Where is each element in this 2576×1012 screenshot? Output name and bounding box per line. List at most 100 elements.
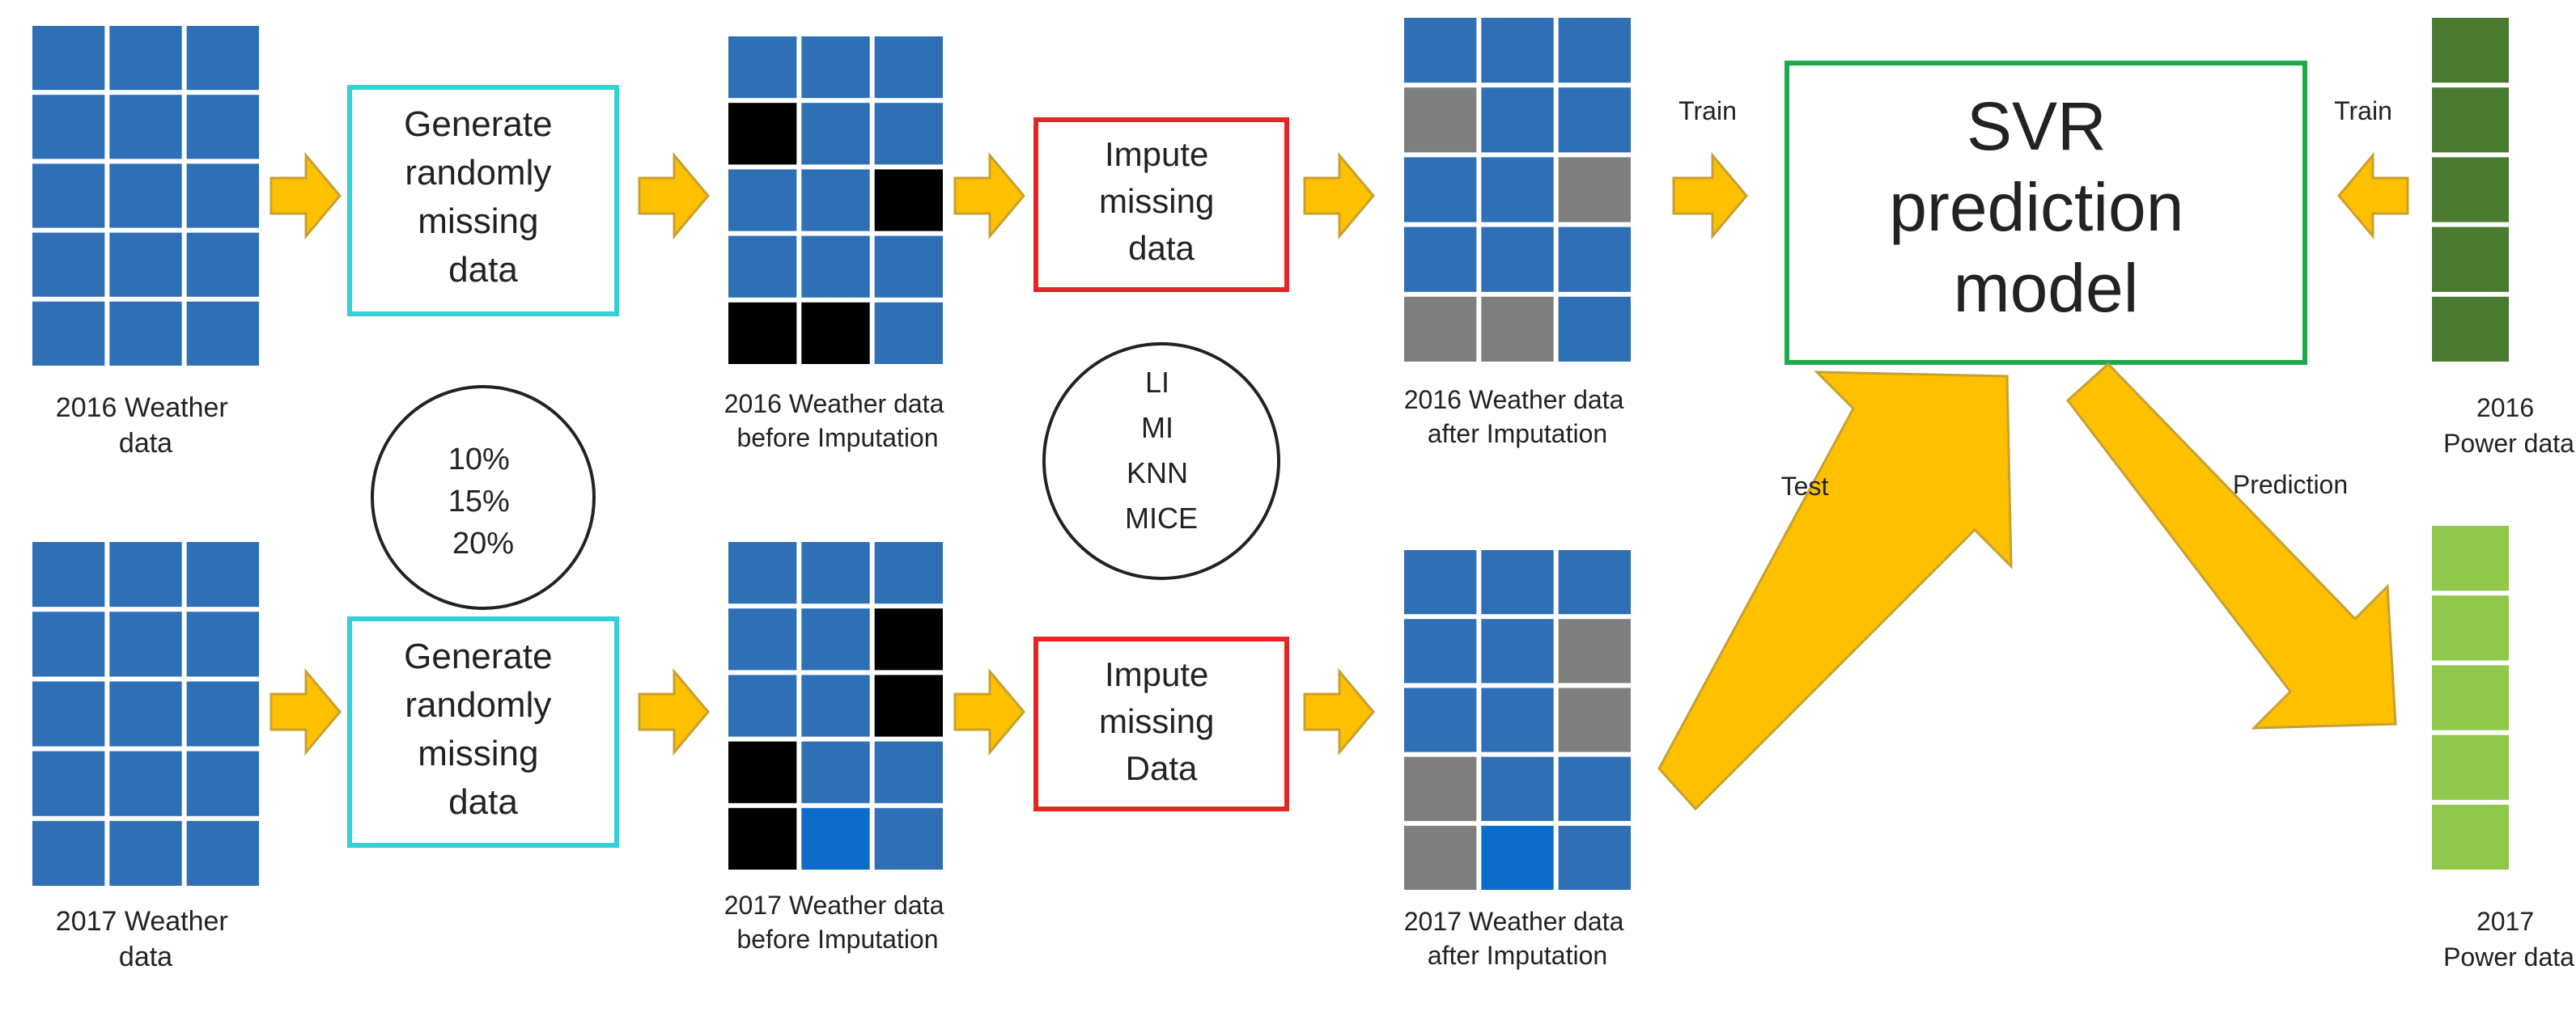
weather-cell (109, 820, 182, 886)
weather-cell (109, 612, 182, 677)
weather-cell (1558, 18, 1631, 83)
arrow-before-to-impute-2017 (953, 667, 1025, 756)
weather-cell (186, 26, 259, 91)
train-right-label: Train (2334, 96, 2392, 125)
weather-cell (32, 681, 105, 747)
power-cell (2432, 157, 2509, 222)
weather-cell (728, 235, 797, 298)
weather-cell (1404, 688, 1477, 752)
power-cell (2432, 227, 2509, 292)
arrow-power-2016-to-svr (2337, 151, 2409, 240)
weather-cell (1481, 87, 1554, 153)
power-cell (2432, 296, 2509, 362)
weather-cell (1404, 18, 1477, 83)
weather-cell (186, 95, 259, 159)
weather-cell (801, 608, 870, 671)
weather-cell (32, 26, 105, 91)
flow-arrow (1672, 151, 1748, 240)
weather-cell (32, 751, 105, 816)
arrow-weather-to-generate-2017 (269, 667, 342, 756)
weather-grid-2017 (32, 542, 259, 886)
power-cell (2432, 18, 2509, 83)
weather-cell (801, 675, 870, 737)
weather-cell (1404, 227, 1477, 292)
imputed-cell (1558, 619, 1631, 684)
missing-cell (874, 169, 943, 231)
weather-cell (728, 542, 797, 604)
weather-cell (1404, 157, 1477, 222)
imputation-methods-circle (1042, 342, 1280, 580)
weather-cell (1558, 87, 1631, 153)
imputed-cell (1558, 157, 1631, 222)
weather-cell (1481, 688, 1554, 752)
flow-arrow (1303, 151, 1375, 240)
svr-prediction-model-box (1785, 61, 2307, 365)
power-2016-label: 2016 Power data (2443, 393, 2574, 458)
weather-2017-label: 2017 Weather data (56, 906, 236, 972)
weather-cell (186, 820, 259, 886)
weather-cell (186, 681, 259, 747)
imputed-cell (1404, 87, 1477, 153)
weather-cell (801, 36, 870, 99)
weather-cell (874, 542, 943, 604)
train-left-label: Train (1678, 96, 1737, 125)
weather-cell (32, 232, 105, 297)
weather-cell (1481, 18, 1554, 83)
test-arrow (1657, 371, 2013, 811)
weather-cell (874, 36, 943, 99)
weather-cell (801, 103, 870, 165)
flow-arrow (638, 667, 710, 756)
after-imputation-grid-2016 (1404, 18, 1631, 362)
weather-cell (109, 301, 182, 366)
prediction-arrow (2065, 362, 2397, 730)
weather-cell (32, 542, 105, 608)
weather-cell (32, 163, 105, 228)
imputed-cell (1404, 825, 1477, 890)
weather-cell (801, 807, 870, 870)
imputation-methods-text: LI MI KNN MICE (1125, 366, 1198, 535)
weather-cell (728, 675, 797, 737)
arrow-after-2016-to-svr (1672, 151, 1748, 240)
weather-cell (109, 26, 182, 91)
imputed-cell (1404, 756, 1477, 821)
weather-cell (109, 95, 182, 159)
impute-missing-box-2017 (1033, 637, 1289, 811)
after-2016-label: 2016 Weather data after Imputation (1404, 385, 1632, 448)
arrow-generate-to-before-2017 (638, 667, 710, 756)
weather-cell (1481, 227, 1554, 292)
before-imputation-grid-2016 (728, 36, 943, 364)
imputed-cell (1404, 296, 1477, 362)
missing-cell (801, 302, 870, 364)
flow-arrow (269, 151, 342, 240)
power-grid-2016 (2432, 18, 2509, 362)
generate-missing-box-2016 (347, 85, 619, 316)
after-imputation-grid-2017 (1404, 550, 1631, 890)
flow-arrow (953, 667, 1025, 756)
generate-missing-box-2017-text: Generate randomly missing data (404, 637, 562, 822)
arrow-impute-to-after-2017 (1303, 667, 1375, 756)
flow-arrow (638, 151, 710, 240)
weather-cell (1481, 756, 1554, 821)
weather-cell (874, 103, 943, 165)
power-cell (2432, 595, 2509, 661)
weather-cell (1404, 619, 1477, 684)
prediction-label: Prediction (2233, 470, 2348, 499)
weather-cell (1558, 227, 1631, 292)
weather-cell (32, 820, 105, 886)
missing-cell (728, 741, 797, 803)
weather-cell (801, 741, 870, 803)
weather-grid-2016 (32, 26, 259, 366)
weather-cell (109, 163, 182, 228)
weather-cell (1558, 825, 1631, 890)
weather-cell (1481, 550, 1554, 615)
missing-cell (728, 807, 797, 870)
weather-cell (1558, 296, 1631, 362)
weather-cell (801, 542, 870, 604)
weather-cell (109, 232, 182, 297)
weather-2016-label: 2016 Weather data (56, 392, 236, 459)
missing-cell (874, 608, 943, 671)
before-2017-label: 2017 Weather data before Imputation (724, 891, 952, 954)
missing-cell (874, 675, 943, 737)
weather-cell (32, 301, 105, 366)
